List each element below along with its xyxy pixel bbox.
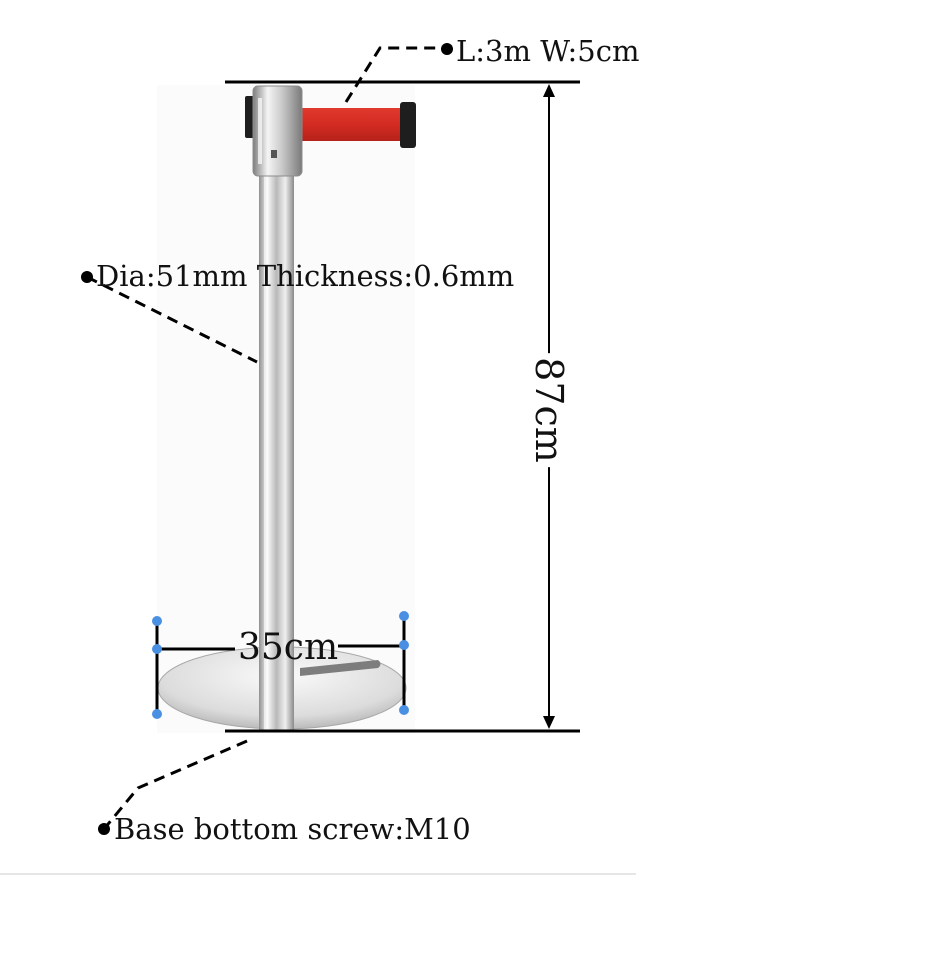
pole-spec-label: Dia:51mm Thickness:0.6mm [96,259,515,293]
leader-dot-icon [441,43,453,55]
leader-lines [86,46,445,830]
pole-leader-line [86,275,258,364]
base-width-dimension [152,611,409,719]
leader-dot-icon [98,823,110,835]
retractable-belt [301,102,416,148]
belt-leader-line [344,46,445,103]
base-spec-label: Base bottom screw:M10 [114,812,471,846]
resize-handle-icon[interactable] [399,705,409,715]
resize-handle-icon[interactable] [152,644,162,654]
resize-handle-icon[interactable] [399,640,409,650]
base-width-label: 35cm [238,627,339,668]
height-label: 87cm [527,353,571,467]
resize-handle-icon[interactable] [152,709,162,719]
resize-handle-icon[interactable] [152,616,162,626]
belt-spec-label: L:3m W:5cm [456,34,640,68]
leader-dot-icon [81,271,93,283]
bottom-divider [0,873,636,875]
stanchion-head [245,85,303,177]
resize-handle-icon[interactable] [399,611,409,621]
base-leader-line [102,739,248,830]
